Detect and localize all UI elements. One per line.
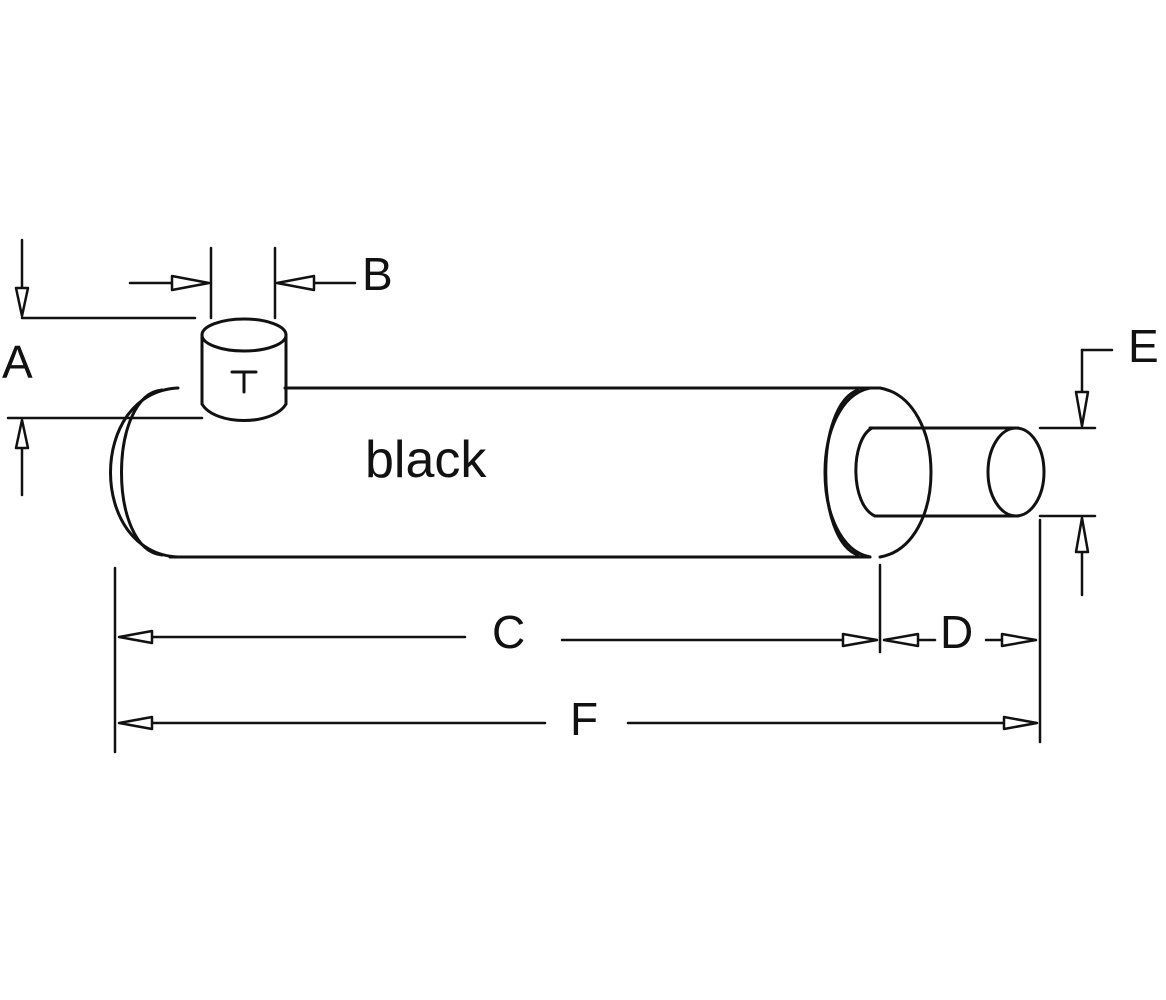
label-f: F (570, 693, 598, 745)
right-end-flange (823, 386, 933, 559)
inlet-stub (200, 317, 288, 422)
label-c: C (492, 606, 525, 658)
label-b: B (362, 248, 393, 300)
dimension-cdf (113, 518, 1042, 754)
label-e: E (1128, 320, 1159, 372)
muffler-body (109, 386, 882, 559)
dimension-a (6, 238, 204, 497)
label-d: D (940, 606, 973, 658)
outlet-pipe (854, 426, 1046, 518)
label-a: A (2, 336, 33, 388)
body-color-label: black (365, 431, 487, 489)
dimension-b (128, 246, 357, 320)
dimension-e (1038, 348, 1114, 597)
